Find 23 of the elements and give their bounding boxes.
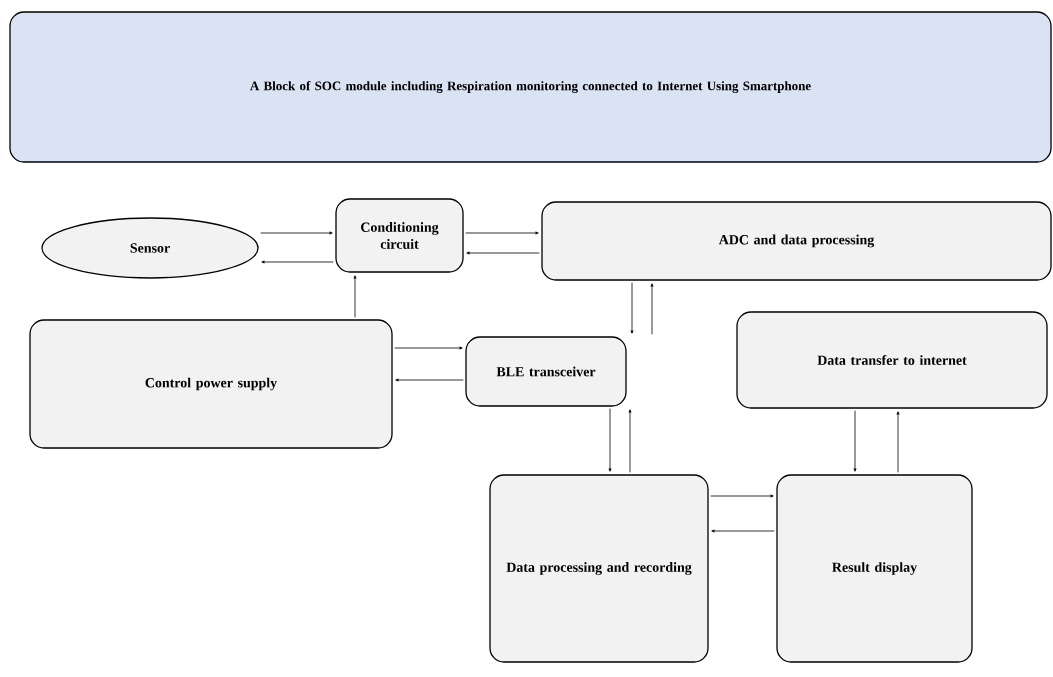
process-box: BLE transceiver bbox=[465, 336, 627, 407]
arrow bbox=[353, 275, 357, 318]
arrow bbox=[465, 231, 539, 235]
process-box: Data processing and recording bbox=[489, 474, 709, 663]
title-box: A Block of SOC module including Respiration monitoring connected to Internet Using Smartphone bbox=[9, 11, 1052, 163]
arrow bbox=[896, 411, 900, 473]
arrow bbox=[628, 409, 632, 473]
process-box: Result display bbox=[776, 474, 973, 663]
arrow bbox=[630, 282, 634, 334]
arrow bbox=[853, 410, 857, 472]
arrow bbox=[710, 494, 774, 498]
arrow bbox=[261, 260, 334, 264]
process-box: Data transfer to internet bbox=[736, 311, 1048, 409]
arrow bbox=[608, 408, 612, 472]
arrow bbox=[711, 529, 775, 533]
arrow bbox=[394, 346, 463, 350]
process-box: ADC and data processing bbox=[541, 201, 1052, 281]
arrow bbox=[466, 251, 540, 255]
arrow bbox=[650, 283, 654, 335]
process-box: Conditioning circuit bbox=[335, 198, 464, 273]
process-box: Control power supply bbox=[29, 319, 393, 449]
arrow bbox=[395, 378, 464, 382]
arrow bbox=[260, 231, 333, 235]
